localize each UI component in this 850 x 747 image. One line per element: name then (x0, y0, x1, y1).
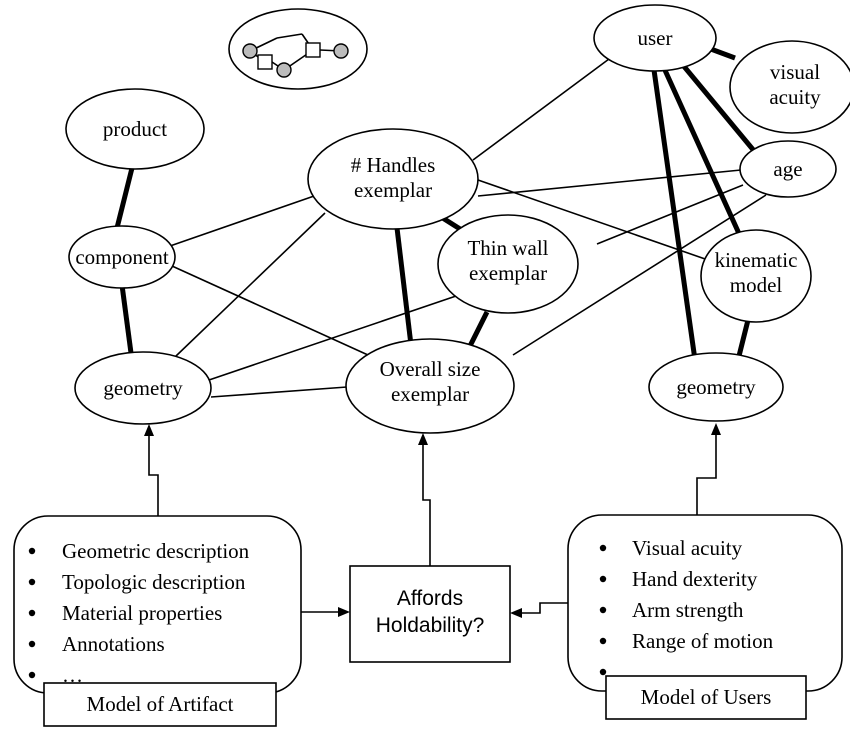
node-acuity-label-2: acuity (769, 85, 821, 109)
edge-thinwall-age (596, 184, 744, 245)
node-thinwall-label-2: exemplar (469, 261, 547, 285)
node-user-label: user (638, 26, 673, 50)
connector-arrows (144, 423, 721, 618)
affords-holdability-box: Affords Holdability? (349, 565, 511, 663)
edge-component-geometry (119, 284, 134, 354)
users-bullet: Arm strength (632, 598, 744, 622)
arrow-artifact-to-geometry (148, 434, 159, 516)
node-overall-label-1: Overall size (380, 357, 481, 381)
artifact-bullet: Material properties (62, 601, 222, 625)
affords-holdability-label-2: Holdability? (376, 614, 485, 637)
artifact-bullet-list: Geometric description Topologic descript… (28, 539, 250, 687)
edge-user-geometry-right (651, 69, 699, 368)
node-user: user (593, 4, 717, 72)
edge-geometry-left-overall (210, 386, 348, 398)
arrow-head-up-right (711, 423, 721, 435)
artifact-caption-box: Model of Artifact (43, 682, 277, 727)
artifact-bullet: … (62, 663, 83, 687)
node-component: component (68, 225, 176, 289)
edge-handles-overall (394, 227, 414, 346)
edge-user-kinematic (661, 66, 744, 240)
artifact-bullet: Topologic description (62, 570, 246, 594)
edge-user-age (680, 62, 757, 154)
edge-handles-kinematic (477, 179, 709, 261)
node-thinwall-label-1: Thin wall (467, 236, 548, 260)
node-geometry-right: geometry (648, 352, 784, 422)
edge-overall-age (512, 194, 767, 356)
arrow-users-to-geometry (696, 433, 717, 515)
users-bullet: Range of motion (632, 629, 774, 653)
edge-geometry-left-handles (175, 212, 326, 357)
edge-component-overall (171, 265, 369, 356)
node-overall-label-2: exemplar (391, 382, 469, 406)
node-kinematic-label-2: model (730, 273, 783, 297)
arrow-head-up-left (144, 424, 154, 436)
node-handles-exemplar: # Handles exemplar (307, 128, 479, 230)
node-geometry-left-label: geometry (103, 376, 183, 400)
node-kinematic-label-1: kinematic (715, 248, 798, 272)
arrow-head-left (510, 608, 522, 618)
artifact-bullet: Geometric description (62, 539, 250, 563)
node-geometry-right-label: geometry (676, 375, 756, 399)
edge-handles-user (472, 58, 610, 161)
graph-thumbnail-icon (228, 8, 368, 90)
arrow-box-to-overall (422, 443, 431, 566)
node-acuity-label-1: visual (770, 60, 820, 84)
arrow-head-up-center (418, 433, 428, 445)
users-model-panel: Visual acuity Hand dexterity Arm strengt… (567, 514, 843, 692)
edge-geometry-left-thinwall (208, 294, 460, 381)
edge-handles-age (477, 169, 742, 197)
users-caption-box: Model of Users (605, 675, 807, 720)
edge-kinematic-geometry-right (735, 319, 751, 361)
arrow-head-right (338, 607, 350, 617)
node-product: product (65, 88, 205, 170)
node-visual-acuity: visual acuity (729, 40, 850, 134)
users-bullet: Hand dexterity (632, 567, 758, 591)
node-thinwall-exemplar: Thin wall exemplar (437, 214, 579, 314)
node-geometry-left: geometry (74, 351, 212, 425)
node-handles-label-1: # Handles (351, 153, 436, 177)
edge-product-component (114, 167, 135, 229)
arrow-users-to-box (520, 602, 568, 614)
edge-thinwall-overall (466, 310, 490, 350)
users-bullet: Visual acuity (632, 536, 743, 560)
users-bullet-list: Visual acuity Hand dexterity Arm strengt… (599, 536, 774, 684)
artifact-caption: Model of Artifact (87, 692, 234, 716)
node-handles-label-2: exemplar (354, 178, 432, 202)
edge-component-handles (169, 194, 318, 247)
affords-holdability-label-1: Affords (397, 587, 463, 610)
node-age: age (739, 140, 837, 198)
node-overall-size-exemplar: Overall size exemplar (345, 338, 515, 434)
node-product-label: product (103, 117, 167, 141)
artifact-bullet: Annotations (62, 632, 165, 656)
users-caption: Model of Users (641, 685, 772, 709)
node-component-label: component (75, 245, 168, 269)
node-age-label: age (773, 157, 802, 181)
artifact-model-panel: Geometric description Topologic descript… (13, 515, 302, 694)
node-kinematic-model: kinematic model (700, 229, 812, 323)
